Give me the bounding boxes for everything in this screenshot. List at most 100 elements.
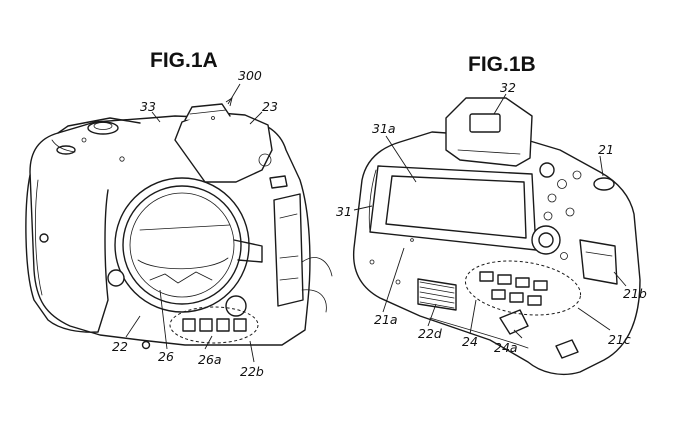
leader-21b <box>613 271 627 287</box>
rear-button-a <box>539 162 555 178</box>
dof-button <box>107 269 125 287</box>
bottom-contour <box>429 317 529 349</box>
screw-hole-1 <box>369 259 375 265</box>
rear-button-c <box>572 170 582 180</box>
label-21b: 21b <box>623 286 647 301</box>
grille-frame <box>417 278 457 311</box>
lens-mount-inner <box>129 192 235 298</box>
leader-21 <box>599 155 604 177</box>
hot-shoe-contact <box>211 116 215 120</box>
grille-lines <box>419 281 455 309</box>
speaker-grille <box>417 278 457 311</box>
main-dial <box>87 121 119 135</box>
top-deck-left <box>57 117 141 134</box>
main-dial-top <box>93 122 113 130</box>
figure-1a: FIG.1A <box>25 49 333 379</box>
multi-function-button <box>543 211 553 221</box>
leader-24 <box>469 299 477 335</box>
leader-32 <box>493 93 507 115</box>
leader-300-arrow <box>225 96 233 107</box>
grip-button <box>39 233 49 243</box>
leader-31 <box>353 205 373 211</box>
lcd-screen <box>385 175 527 239</box>
mirror-box-edge <box>137 257 229 270</box>
bottom-button-row <box>182 318 247 332</box>
leader-21a <box>382 247 405 313</box>
leader-21c <box>577 307 611 331</box>
lock-switch <box>560 252 568 260</box>
label-31: 31 <box>336 204 352 219</box>
rear-row-button-5 <box>491 289 506 300</box>
label-26: 26 <box>158 349 174 364</box>
label-22: 22 <box>112 339 128 354</box>
button-4 <box>233 318 247 332</box>
button-2 <box>199 318 213 332</box>
shoulder-edge <box>51 139 76 153</box>
front-lamp <box>119 156 125 162</box>
leader-22b <box>249 340 255 363</box>
button-1 <box>182 318 196 332</box>
battery-latch <box>499 309 529 335</box>
function-button <box>225 295 247 317</box>
label-32: 32 <box>500 80 516 95</box>
viewfinder-window <box>469 113 501 133</box>
rear-row-button-7 <box>527 295 542 306</box>
quick-control-dial <box>531 225 561 255</box>
figure-1b-leaders <box>353 93 627 339</box>
figure-1a-title: FIG.1A <box>150 49 218 72</box>
mount-contacts <box>149 271 213 284</box>
leader-22 <box>125 315 141 338</box>
label-22b: 22b <box>240 364 264 379</box>
rear-row-button-2 <box>497 274 512 285</box>
hot-shoe-rail <box>189 109 227 115</box>
top-dial-21 <box>593 177 615 191</box>
figure-1a-leaders <box>125 83 263 363</box>
side-door-seam <box>585 251 613 257</box>
label-24: 24 <box>462 334 478 349</box>
rear-lower-button-row <box>479 271 548 306</box>
leader-33 <box>151 111 161 123</box>
label-300: 300 <box>238 68 262 83</box>
figure-1b: FIG.1B <box>336 53 647 376</box>
rear-row-button-4 <box>533 280 548 291</box>
label-21a: 21a <box>374 312 398 327</box>
dashed-region-21c <box>464 260 582 316</box>
rear-row-button-3 <box>515 277 530 288</box>
screw-hole-2 <box>395 279 401 285</box>
grip-contour <box>35 179 43 296</box>
cables <box>301 257 333 313</box>
label-21: 21 <box>598 142 614 157</box>
leader-300 <box>227 83 241 105</box>
lcd-sensor <box>410 238 414 242</box>
leader-26a <box>204 335 213 350</box>
rear-row-button-6 <box>509 292 524 303</box>
leader-23 <box>249 111 263 125</box>
label-24a: 24a <box>494 340 518 355</box>
camera-front-illustration <box>25 103 333 350</box>
eyecup-base <box>457 149 521 155</box>
label-33: 33 <box>140 99 156 114</box>
leader-22d <box>427 303 437 327</box>
lcd-hinge <box>368 169 377 233</box>
side-terminal-door <box>273 193 304 307</box>
label-26a: 26a <box>198 352 222 367</box>
rear-row-button-1 <box>479 271 494 282</box>
figure-1b-title: FIG.1B <box>468 53 536 76</box>
battery-door-lock <box>555 339 579 359</box>
label-22d: 22d <box>418 326 442 341</box>
ae-lock-button <box>565 207 575 217</box>
leader-26 <box>159 289 168 350</box>
sensor-reflection <box>139 224 231 231</box>
lens-mount-outer <box>114 177 250 313</box>
af-on-button <box>547 193 557 203</box>
button-3 <box>216 318 230 332</box>
dashed-region-22b <box>169 306 259 344</box>
rear-button-b <box>557 179 567 189</box>
lens-mount-ring <box>122 185 242 305</box>
top-button <box>81 137 87 143</box>
side-door-21b <box>579 239 618 285</box>
leader-24a <box>513 329 523 339</box>
strap-lug <box>269 175 288 189</box>
